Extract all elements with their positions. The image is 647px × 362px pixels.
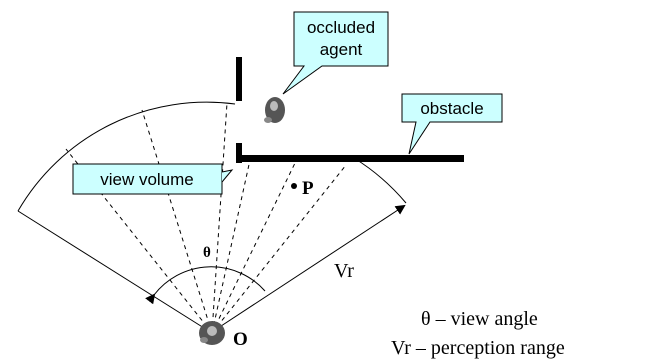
view-angle-arc — [145, 266, 266, 305]
occluded-agent-figure — [264, 97, 285, 123]
legend: θ – view angle Vr – perception range — [391, 308, 565, 359]
legend-theta-line: θ – view angle — [421, 308, 538, 330]
vr-label: Vr — [334, 260, 354, 282]
point-p-marker — [291, 183, 297, 189]
point-p-label: P — [302, 178, 314, 199]
callout-obstacle-label: obstacle — [420, 99, 483, 118]
perception-range-arrow — [214, 204, 406, 331]
callout-occluded-agent: occluded agent — [282, 11, 389, 95]
obstacle-walls — [236, 57, 464, 163]
sight-rays — [65, 102, 347, 334]
theta-label: θ — [203, 245, 211, 261]
view-volume-left-edge — [17, 210, 213, 334]
callout-obstacle: obstacle — [401, 93, 503, 155]
origin-label: O — [233, 329, 248, 350]
callout-occluded-agent-line1: occluded — [307, 18, 375, 37]
legend-vr-line: Vr – perception range — [391, 337, 565, 359]
observer-agent-figure — [199, 321, 225, 345]
callout-view-volume: view volume — [72, 163, 234, 195]
callout-occluded-agent-line2: agent — [320, 40, 363, 59]
callout-view-volume-label: view volume — [100, 170, 194, 189]
